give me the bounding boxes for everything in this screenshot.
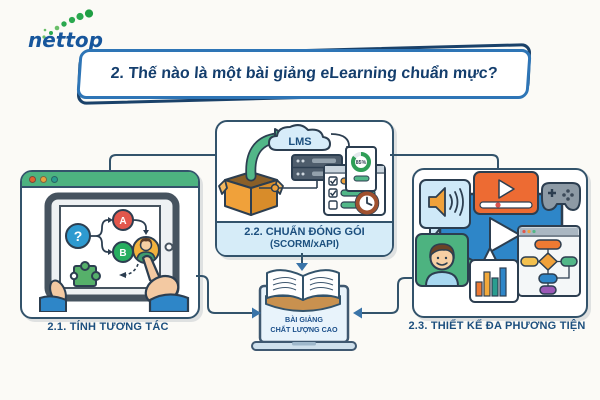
dashed-arrow-icon xyxy=(119,263,139,278)
multimedia-illustration xyxy=(415,171,581,303)
progress-value: 85% xyxy=(356,160,367,166)
panel-interactivity: ? A B xyxy=(20,170,200,319)
open-book-icon xyxy=(265,269,341,312)
center-caption-line1: BÀI GIẢNG xyxy=(285,315,323,324)
laptop-icon xyxy=(258,284,350,344)
holding-hand-icon xyxy=(39,279,67,312)
puzzle-icon xyxy=(69,261,101,287)
gamepad-icon xyxy=(541,182,581,211)
packaging-illustration: LMS xyxy=(218,124,386,216)
laptop-base-icon xyxy=(251,341,357,351)
logo-dots-icon xyxy=(42,9,94,39)
connector-right-to-center xyxy=(362,277,412,314)
laptop-book-illustration: BÀI GIẢNG CHẤT LƯỢNG CAO xyxy=(251,269,357,351)
option-b: B xyxy=(119,248,126,259)
panel-multimedia xyxy=(412,168,588,318)
window-dot-red-icon xyxy=(29,175,36,183)
connector-mid-to-right xyxy=(390,154,499,168)
multimedia-label: 2.3. THIẾT KẾ ĐA PHƯƠNG TIỆN xyxy=(408,320,586,332)
arrowhead-down-icon xyxy=(296,263,308,271)
nettop-logo: nettop xyxy=(28,9,103,50)
flowchart-window-icon xyxy=(517,225,581,297)
connector-mid-to-left xyxy=(109,154,215,170)
audio-bubble-icon xyxy=(419,179,471,244)
panel-packaging: LMS xyxy=(215,120,394,257)
arrowhead-left-icon xyxy=(353,307,362,319)
lms-cloud-icon: LMS xyxy=(268,124,331,151)
connector-left-to-center xyxy=(196,275,252,314)
clock-icon xyxy=(354,190,380,216)
presenter-bubble-icon xyxy=(415,233,483,287)
packaging-subtitle: (SCORM/xAPI) xyxy=(270,239,339,250)
interactivity-label: 2.1. TÍNH TƯƠNG TÁC xyxy=(47,321,169,333)
logo-text: nettop xyxy=(28,28,103,50)
browser-titlebar xyxy=(22,172,198,188)
option-a: A xyxy=(119,216,126,227)
question-mark: ? xyxy=(74,228,83,244)
packaging-title: 2.2. CHUẨN ĐÓNG GÓI xyxy=(244,226,365,238)
video-player-icon xyxy=(473,171,539,215)
center-caption-line2: CHẤT LƯỢNG CAO xyxy=(270,324,338,334)
pointing-hand-icon xyxy=(141,254,190,312)
window-dot-green-icon xyxy=(51,175,58,183)
title-banner: 2. Thế nào là một bài giảng eLearning ch… xyxy=(76,49,532,99)
page-title: 2. Thế nào là một bài giảng eLearning ch… xyxy=(110,65,499,82)
tablet-illustration: ? A B xyxy=(39,192,190,312)
arrowhead-right-icon xyxy=(252,307,261,319)
quiz-flow-icon: ? A B xyxy=(65,209,149,263)
window-dot-yellow-icon xyxy=(40,175,47,183)
lms-label: LMS xyxy=(288,136,311,148)
progress-card-icon: 85% xyxy=(345,146,377,192)
chart-bubble-icon xyxy=(469,245,519,303)
packaging-label-band: 2.2. CHUẨN ĐÓNG GÓI (SCORM/xAPI) xyxy=(217,221,392,255)
